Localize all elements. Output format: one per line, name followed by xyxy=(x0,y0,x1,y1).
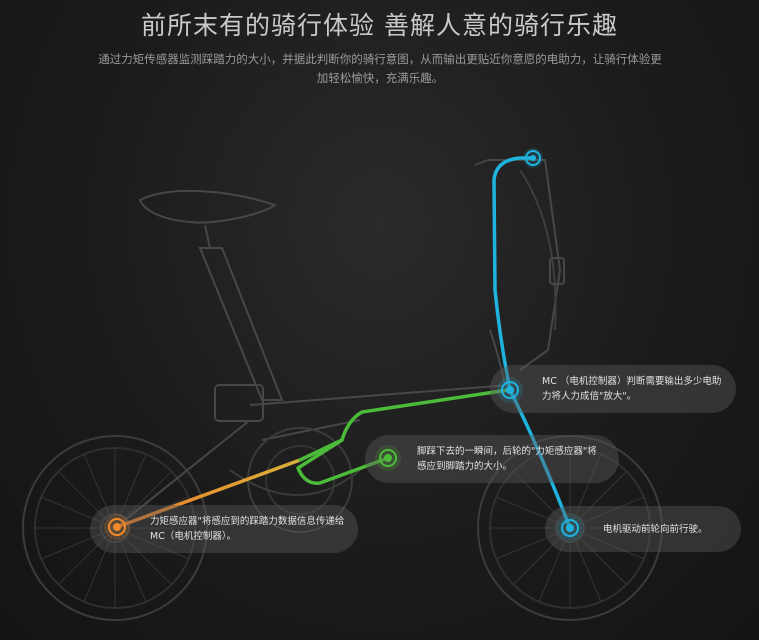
controller-node-icon xyxy=(497,377,523,403)
callout-controller: MC （电机控制器）判断需要输出多少电助力将人力成倍"放大"。 xyxy=(490,365,736,413)
callout-controller-text: MC （电机控制器）判断需要输出多少电助力将人力成倍"放大"。 xyxy=(542,376,722,402)
callout-pedal: 脚踩下去的一瞬间，后轮的"力矩感应器"将感应到脚踏力的大小。 xyxy=(365,435,619,483)
signal-to-controller-path xyxy=(340,388,510,442)
page-subtitle: 通过力矩传感器监测踩踏力的大小，并据此判断你的骑行意图，从而输出更贴近你意愿的电… xyxy=(98,52,662,85)
sensor-node-icon xyxy=(104,514,130,540)
handlebar-node-icon xyxy=(523,148,543,168)
page-title: 前所末有的骑行体验 善解人意的骑行乐趣 xyxy=(141,11,618,40)
motor-drive-path xyxy=(508,388,572,530)
callout-motor-text: 电机驱动前轮向前行驶。 xyxy=(603,523,708,535)
callout-pedal-text: 脚踩下去的一瞬间，后轮的"力矩感应器"将感应到脚踏力的大小。 xyxy=(417,446,597,472)
torque-sensor-path xyxy=(115,458,302,529)
handlebar-path xyxy=(492,156,534,392)
pedal-force-path xyxy=(296,438,390,485)
motor-node-icon xyxy=(557,515,583,541)
callout-torque-sensor-text: 力矩感应器"将感应到的踩踏力数据信息传递给 MC（电机控制器）。 xyxy=(150,516,345,542)
pedal-node-icon xyxy=(375,445,401,471)
callout-torque-sensor: 力矩感应器"将感应到的踩踏力数据信息传递给 MC（电机控制器）。 xyxy=(90,505,358,553)
